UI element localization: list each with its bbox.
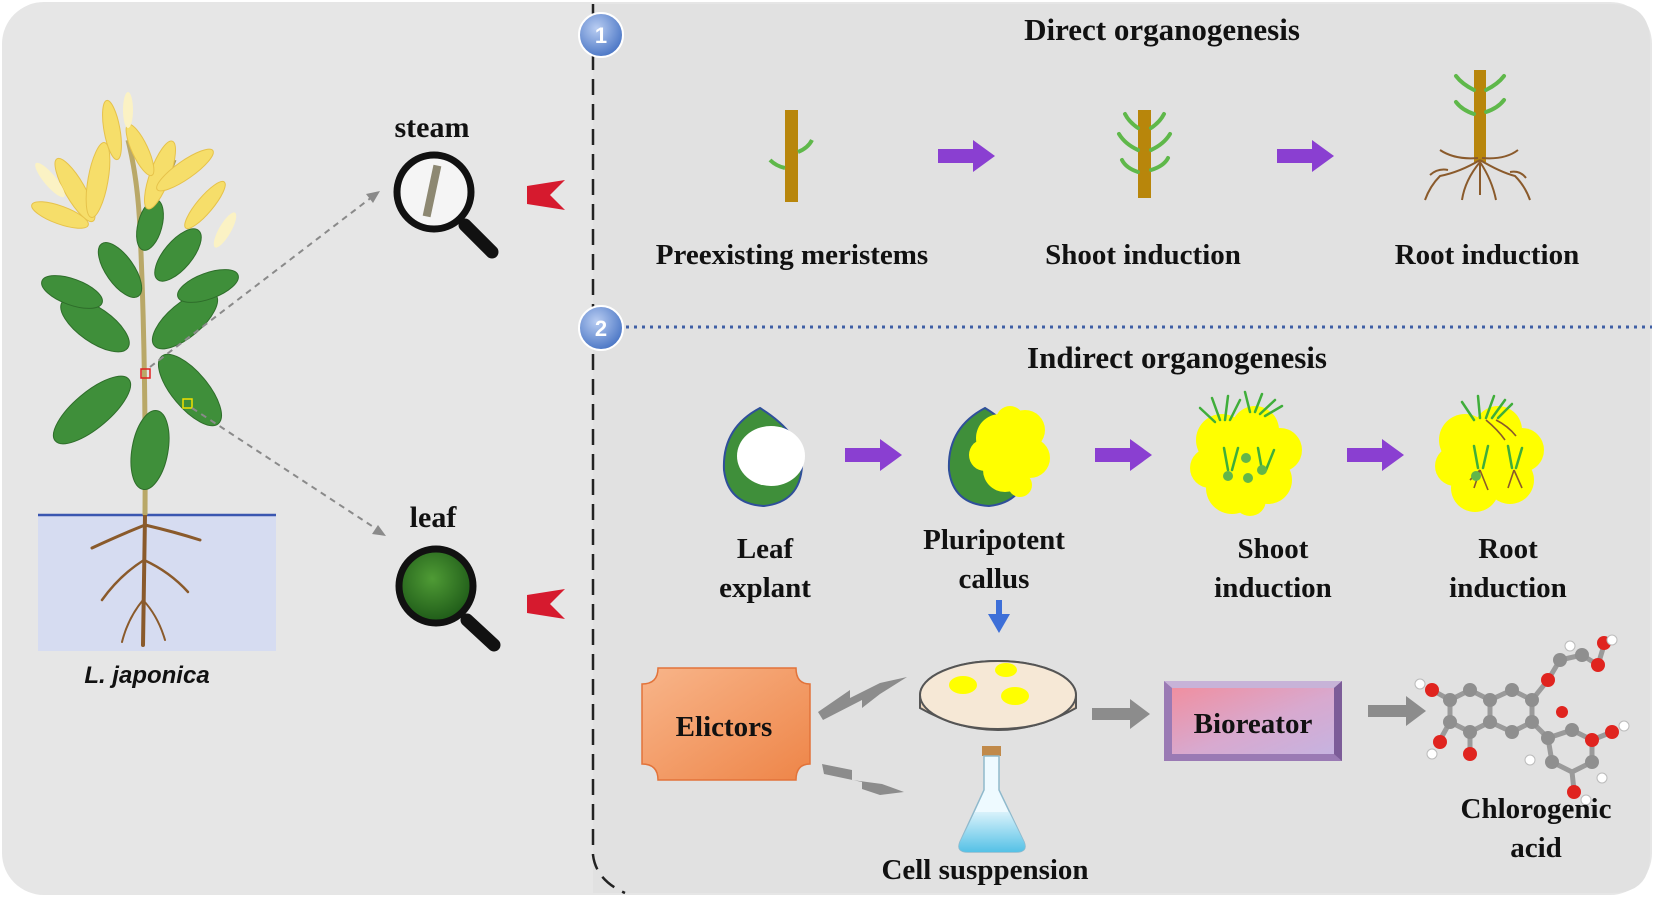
dashed-separator bbox=[591, 4, 626, 895]
lightning-arrow-2 bbox=[822, 764, 904, 795]
product-label-line1: Chlorogenic bbox=[1461, 793, 1612, 825]
indirect-stage-3-line2: induction bbox=[1214, 572, 1332, 604]
direct-title: Direct organogenesis bbox=[1024, 12, 1300, 47]
stem-label: steam bbox=[395, 111, 470, 144]
gray-arrow-1 bbox=[1092, 699, 1150, 729]
direct-stage-3-label: Root induction bbox=[1395, 239, 1580, 271]
badge-1: 1 bbox=[578, 12, 624, 58]
petri-dish-icon bbox=[919, 660, 1077, 731]
chlorogenic-acid-molecule-icon bbox=[1414, 634, 1630, 806]
lightning-arrow-1 bbox=[818, 677, 907, 720]
plant-illustration bbox=[31, 92, 276, 651]
indirect-stage-4-line1: Root bbox=[1478, 533, 1538, 565]
root-induction-direct-icon bbox=[1424, 70, 1531, 201]
leaf-sample-marker bbox=[182, 398, 193, 409]
indirect-stage-2-line2: callus bbox=[959, 563, 1030, 595]
badge-1-number: 1 bbox=[595, 23, 607, 48]
indirect-arrow-2 bbox=[1095, 439, 1152, 471]
leaf-pointer-line bbox=[191, 407, 379, 531]
indirect-arrow-1 bbox=[845, 439, 902, 471]
gray-arrow-2 bbox=[1368, 696, 1426, 726]
callus-to-culture-arrow bbox=[988, 600, 1010, 633]
root-icon bbox=[90, 513, 202, 647]
elicitors-label: Elictors bbox=[676, 711, 773, 743]
direct-arrow-2 bbox=[1277, 140, 1334, 172]
direct-arrow-1 bbox=[938, 140, 995, 172]
indirect-stage-1-line2: explant bbox=[719, 572, 811, 604]
shoot-induction-direct-icon bbox=[1117, 110, 1172, 198]
leaf-explant-icon bbox=[722, 406, 805, 508]
indirect-stage-4-line2: induction bbox=[1449, 572, 1567, 604]
stem-pointer-line bbox=[149, 196, 373, 368]
indirect-arrow-3 bbox=[1347, 439, 1404, 471]
bioreactor-box: Bioreator bbox=[1164, 681, 1342, 761]
bioreactor-label: Bioreator bbox=[1194, 708, 1313, 740]
indirect-stage-1-line1: Leaf bbox=[737, 533, 794, 565]
leaf-label: leaf bbox=[410, 501, 458, 534]
flask-icon bbox=[958, 746, 1026, 853]
cell-suspension-label: Cell susppension bbox=[881, 854, 1088, 886]
leaf-magnifier-icon bbox=[395, 545, 501, 652]
pluripotent-callus-icon bbox=[947, 406, 1050, 508]
preexisting-meristem-icon bbox=[768, 110, 814, 202]
root-induction-indirect-icon bbox=[1435, 394, 1544, 512]
plant-label: L. japonica bbox=[84, 662, 209, 689]
leaf-red-arrow bbox=[527, 589, 565, 619]
direct-stage-1-label: Preexisting meristems bbox=[656, 239, 928, 271]
indirect-stage-2-line1: Pluripotent bbox=[923, 524, 1065, 556]
badge-2: 2 bbox=[578, 305, 624, 351]
direct-stage-2-label: Shoot induction bbox=[1045, 239, 1241, 271]
elicitors-box: Elictors bbox=[641, 667, 811, 781]
badge-2-number: 2 bbox=[595, 316, 607, 341]
indirect-title: Indirect organogenesis bbox=[1027, 340, 1327, 375]
stem-magnifier-icon bbox=[393, 151, 499, 259]
shoot-induction-indirect-icon bbox=[1190, 390, 1302, 516]
stem-red-arrow bbox=[527, 180, 565, 210]
indirect-stage-3-line1: Shoot bbox=[1238, 533, 1309, 565]
stem-sample-marker bbox=[140, 368, 151, 379]
stem-pointer-head bbox=[366, 191, 380, 203]
leaf-pointer-head bbox=[372, 525, 386, 536]
soil-area bbox=[38, 515, 276, 651]
product-label-line2: acid bbox=[1510, 832, 1562, 864]
